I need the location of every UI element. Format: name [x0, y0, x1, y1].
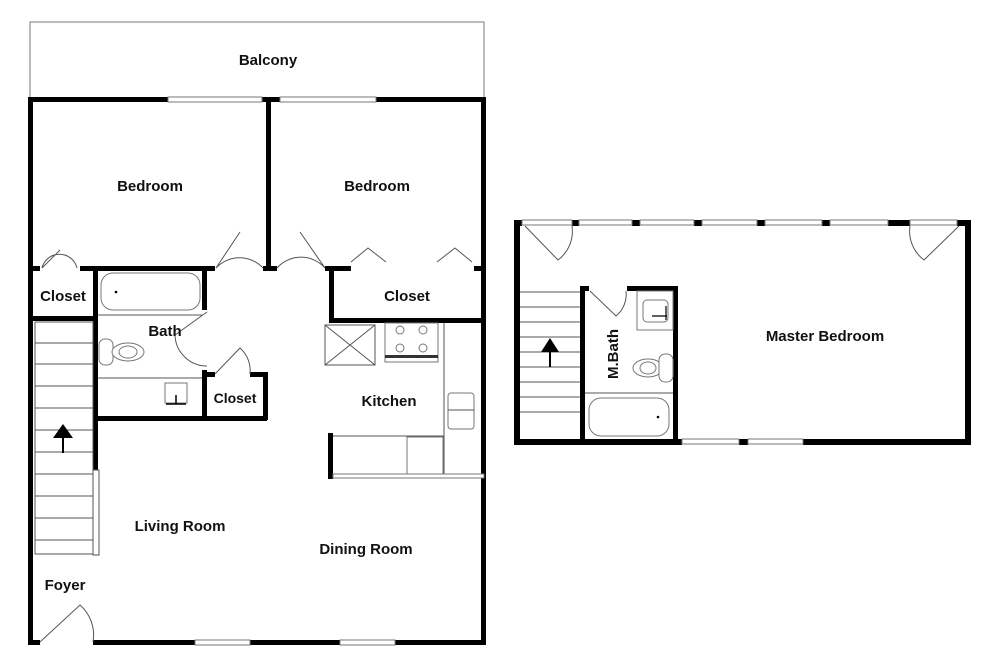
upper-stairs-up-arrow-icon: [541, 338, 559, 367]
room-label-foyer: Foyer: [45, 577, 86, 594]
master-bath-tub: [588, 397, 670, 437]
room-label-balcony: Balcony: [239, 52, 298, 69]
refrigerator: [324, 324, 376, 366]
upper-doors: [524, 225, 960, 317]
room-label-master-bedroom: Master Bedroom: [766, 328, 884, 345]
room-label-closet-small: Closet: [214, 390, 257, 406]
main-floor: Balcony Bedroom Bedroom Closet Bath Clos…: [28, 21, 486, 646]
doors: [39, 231, 473, 643]
master-bath-toilet: [632, 353, 674, 383]
upper-floor: Master Bedroom M.Bath: [514, 219, 971, 445]
exterior-walls: [28, 97, 486, 645]
kitchen-sink: [447, 392, 475, 430]
bath-divider: [98, 314, 202, 379]
room-label-bedroom-right: Bedroom: [344, 178, 410, 195]
master-bath-sink: [636, 290, 674, 331]
kitchen-counter: [333, 323, 445, 475]
room-label-living-room: Living Room: [135, 518, 226, 535]
room-label-bedroom-left: Bedroom: [117, 178, 183, 195]
windows: [167, 96, 396, 646]
room-label-dining-room: Dining Room: [319, 541, 412, 558]
upper-exterior-walls: [514, 220, 971, 445]
room-label-kitchen: Kitchen: [361, 393, 416, 410]
interior-walls: [30, 100, 484, 479]
upper-interior-walls: [580, 286, 678, 442]
room-label-closet-left: Closet: [40, 288, 86, 305]
stairs: [34, 321, 100, 556]
room-label-closet-right: Closet: [384, 288, 430, 305]
dishwasher: [406, 436, 444, 476]
room-label-master-bath: M.Bath: [605, 329, 622, 379]
stairs-up-arrow-icon: [53, 424, 73, 453]
bathtub: [100, 272, 201, 311]
bath-sink: [164, 382, 188, 405]
toilet: [98, 338, 145, 366]
kitchen-bar: [332, 473, 485, 479]
room-label-bath: Bath: [148, 323, 181, 340]
upper-windows: [521, 219, 958, 445]
stove: [384, 322, 439, 363]
